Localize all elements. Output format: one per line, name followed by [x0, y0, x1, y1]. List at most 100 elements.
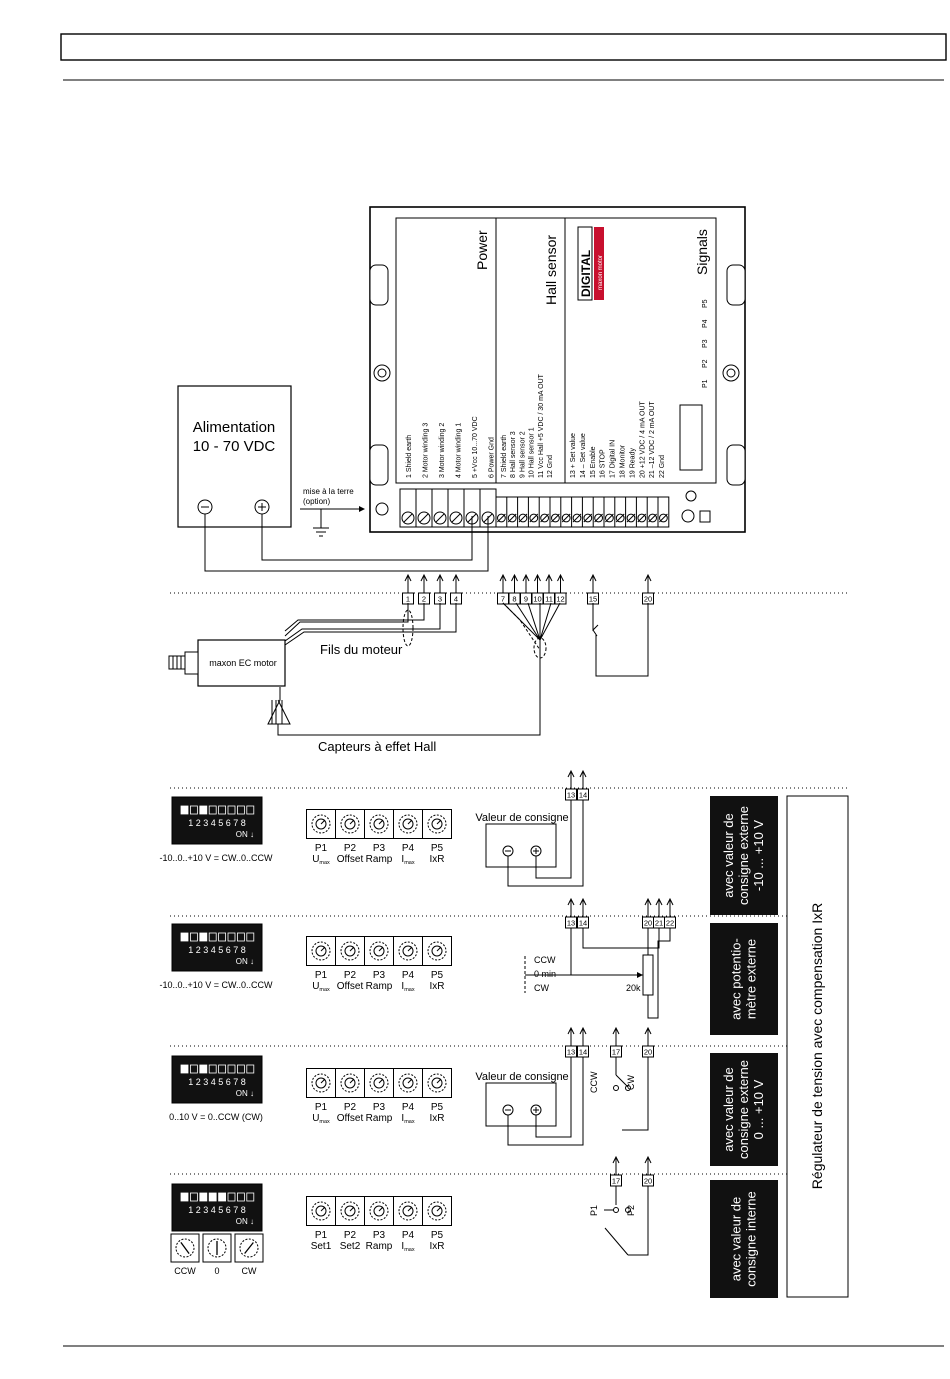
dip-switch-lever [180, 1064, 189, 1074]
pot-label-bottom: Ramp [366, 854, 393, 865]
hall-terminal-label: 12 Gnd [547, 455, 554, 478]
terminal-screw [401, 511, 415, 525]
svg-text:4: 4 [454, 595, 458, 604]
terminal-screw [507, 513, 517, 523]
dip-switch-lever [236, 932, 245, 942]
pot-label-bottom: Imax [401, 854, 414, 866]
dip-switch-lever [199, 1192, 208, 1202]
terminal-screw [637, 513, 647, 523]
svg-text:11: 11 [545, 595, 553, 604]
dip-caption: 0..10 V = 0..CCW (CW) [169, 1112, 263, 1122]
ground-symbol [313, 509, 329, 537]
dip-switch-lever [208, 1192, 217, 1202]
dip-switch-lever [218, 805, 227, 815]
controller-pot-label: P5 [702, 299, 709, 308]
dip-switch-lever [199, 1064, 208, 1074]
hall-terminal-label: 8 Hall sensor 3 [510, 431, 517, 478]
dip-switch-panel [171, 1183, 263, 1232]
svg-text:9: 9 [524, 595, 528, 604]
dip-switch-lever [227, 932, 236, 942]
brand-logo: DIGITAL [579, 250, 593, 297]
mode-label-line: avec valeur de [721, 1067, 736, 1152]
brand-logo-box [577, 226, 593, 301]
terminal-screw [583, 513, 593, 523]
mode-label-box [710, 796, 778, 915]
pot-label-top: P5 [431, 970, 444, 981]
power-terminal-label: 3 Motor winding 2 [439, 423, 446, 478]
external-potentiometer [642, 954, 654, 996]
svg-text:20: 20 [644, 1048, 652, 1057]
svg-text:17: 17 [612, 1177, 620, 1186]
setpoint-dial [239, 1238, 259, 1258]
pot-label-bottom: IxR [430, 1241, 445, 1252]
svg-text:15: 15 [589, 595, 597, 604]
svg-text:12: 12 [556, 595, 564, 604]
signal-terminal-label: 21 –12 VDC / 2 mA OUT [649, 401, 656, 478]
pot-label-top: P1 [315, 1102, 328, 1113]
signal-terminal-label: 20 +12 VDC / 4 mA OUT [639, 400, 646, 478]
regulator-box [786, 795, 849, 1298]
terminal-screw [648, 513, 657, 523]
hall-wires-label: Capteurs à effet Hall [318, 739, 436, 754]
mode-label-line: consigne externe [736, 1060, 751, 1159]
pot-label-top: P3 [373, 1102, 386, 1113]
mode-label-line: -10 ... +10 V [751, 820, 766, 892]
mode-label-line: avec valeur de [729, 1197, 744, 1282]
signal-terminal-label: 18 Monitor [620, 444, 627, 478]
pot-label-bottom: Umax [312, 854, 330, 866]
dip-switch-lever [180, 805, 189, 815]
mode-label-line: consigne interne [744, 1191, 759, 1286]
pot-label-bottom: Ramp [366, 981, 393, 992]
dip-switch-numbers: 1 2 3 4 5 6 7 8 [188, 1077, 246, 1087]
svg-text:7: 7 [501, 595, 505, 604]
dip-switch-lever [236, 1192, 245, 1202]
pot-label-bottom: Offset [337, 981, 364, 992]
signal-terminal-label: 14 – Set value [580, 433, 587, 478]
pot-position-label: CW [534, 983, 549, 993]
power-supply-box [177, 385, 292, 528]
power-title: Power [474, 230, 490, 270]
svg-text:8: 8 [512, 595, 516, 604]
svg-text:14: 14 [579, 1048, 587, 1057]
pot-label-top: P3 [373, 1230, 386, 1241]
dip-switch-on-label: ON ↓ [236, 957, 254, 966]
dip-switch-lever [189, 1192, 198, 1202]
svg-text:22: 22 [666, 919, 674, 928]
switch-label: CW [626, 1075, 636, 1090]
mode-panel: 1 2 3 4 5 6 7 8ON ↓0..10 V = 0..CCW (CW)… [169, 1026, 848, 1166]
mode-label-box [710, 923, 778, 1035]
controller-square-marker [699, 510, 711, 523]
dip-switch-lever [180, 932, 189, 942]
pot-label-top: P2 [344, 1230, 357, 1241]
svg-text:13: 13 [567, 919, 575, 928]
pot-label-top: P4 [402, 1230, 415, 1241]
dip-switch-on-label: ON ↓ [236, 1217, 254, 1226]
controller-dip-switch [679, 404, 703, 471]
mode-label-box [710, 1053, 778, 1166]
terminal-screw [561, 513, 571, 523]
terminal-screw [551, 513, 560, 523]
terminal-screw [529, 513, 539, 523]
setpoint-source-box [485, 1082, 557, 1127]
pot-label-bottom: Ramp [366, 1113, 393, 1124]
pot-label-top: P1 [315, 843, 328, 854]
pot-label-top: P1 [315, 1230, 328, 1241]
dip-switch-on-label: ON ↓ [236, 830, 254, 839]
ec-motor [168, 639, 286, 687]
dip-switch-lever [208, 1064, 217, 1074]
pot-label-bottom: IxR [430, 854, 445, 865]
controller-unit [369, 206, 746, 533]
hall-terminal-label: 11 Vcc Hall +5 VDC / 30 mA OUT [538, 373, 545, 478]
dip-switch-lever [189, 1064, 198, 1074]
power-supply-voltage: 10 - 70 VDC [193, 438, 276, 455]
dip-switch-panel [171, 1055, 263, 1104]
signal-terminal-label: 13 + Set value [570, 433, 577, 478]
mode-label-line: 0 ... +10 V [751, 1079, 766, 1139]
mode-label-line: avec potentio- [729, 938, 744, 1020]
power-supply-title: Alimentation [193, 419, 276, 436]
